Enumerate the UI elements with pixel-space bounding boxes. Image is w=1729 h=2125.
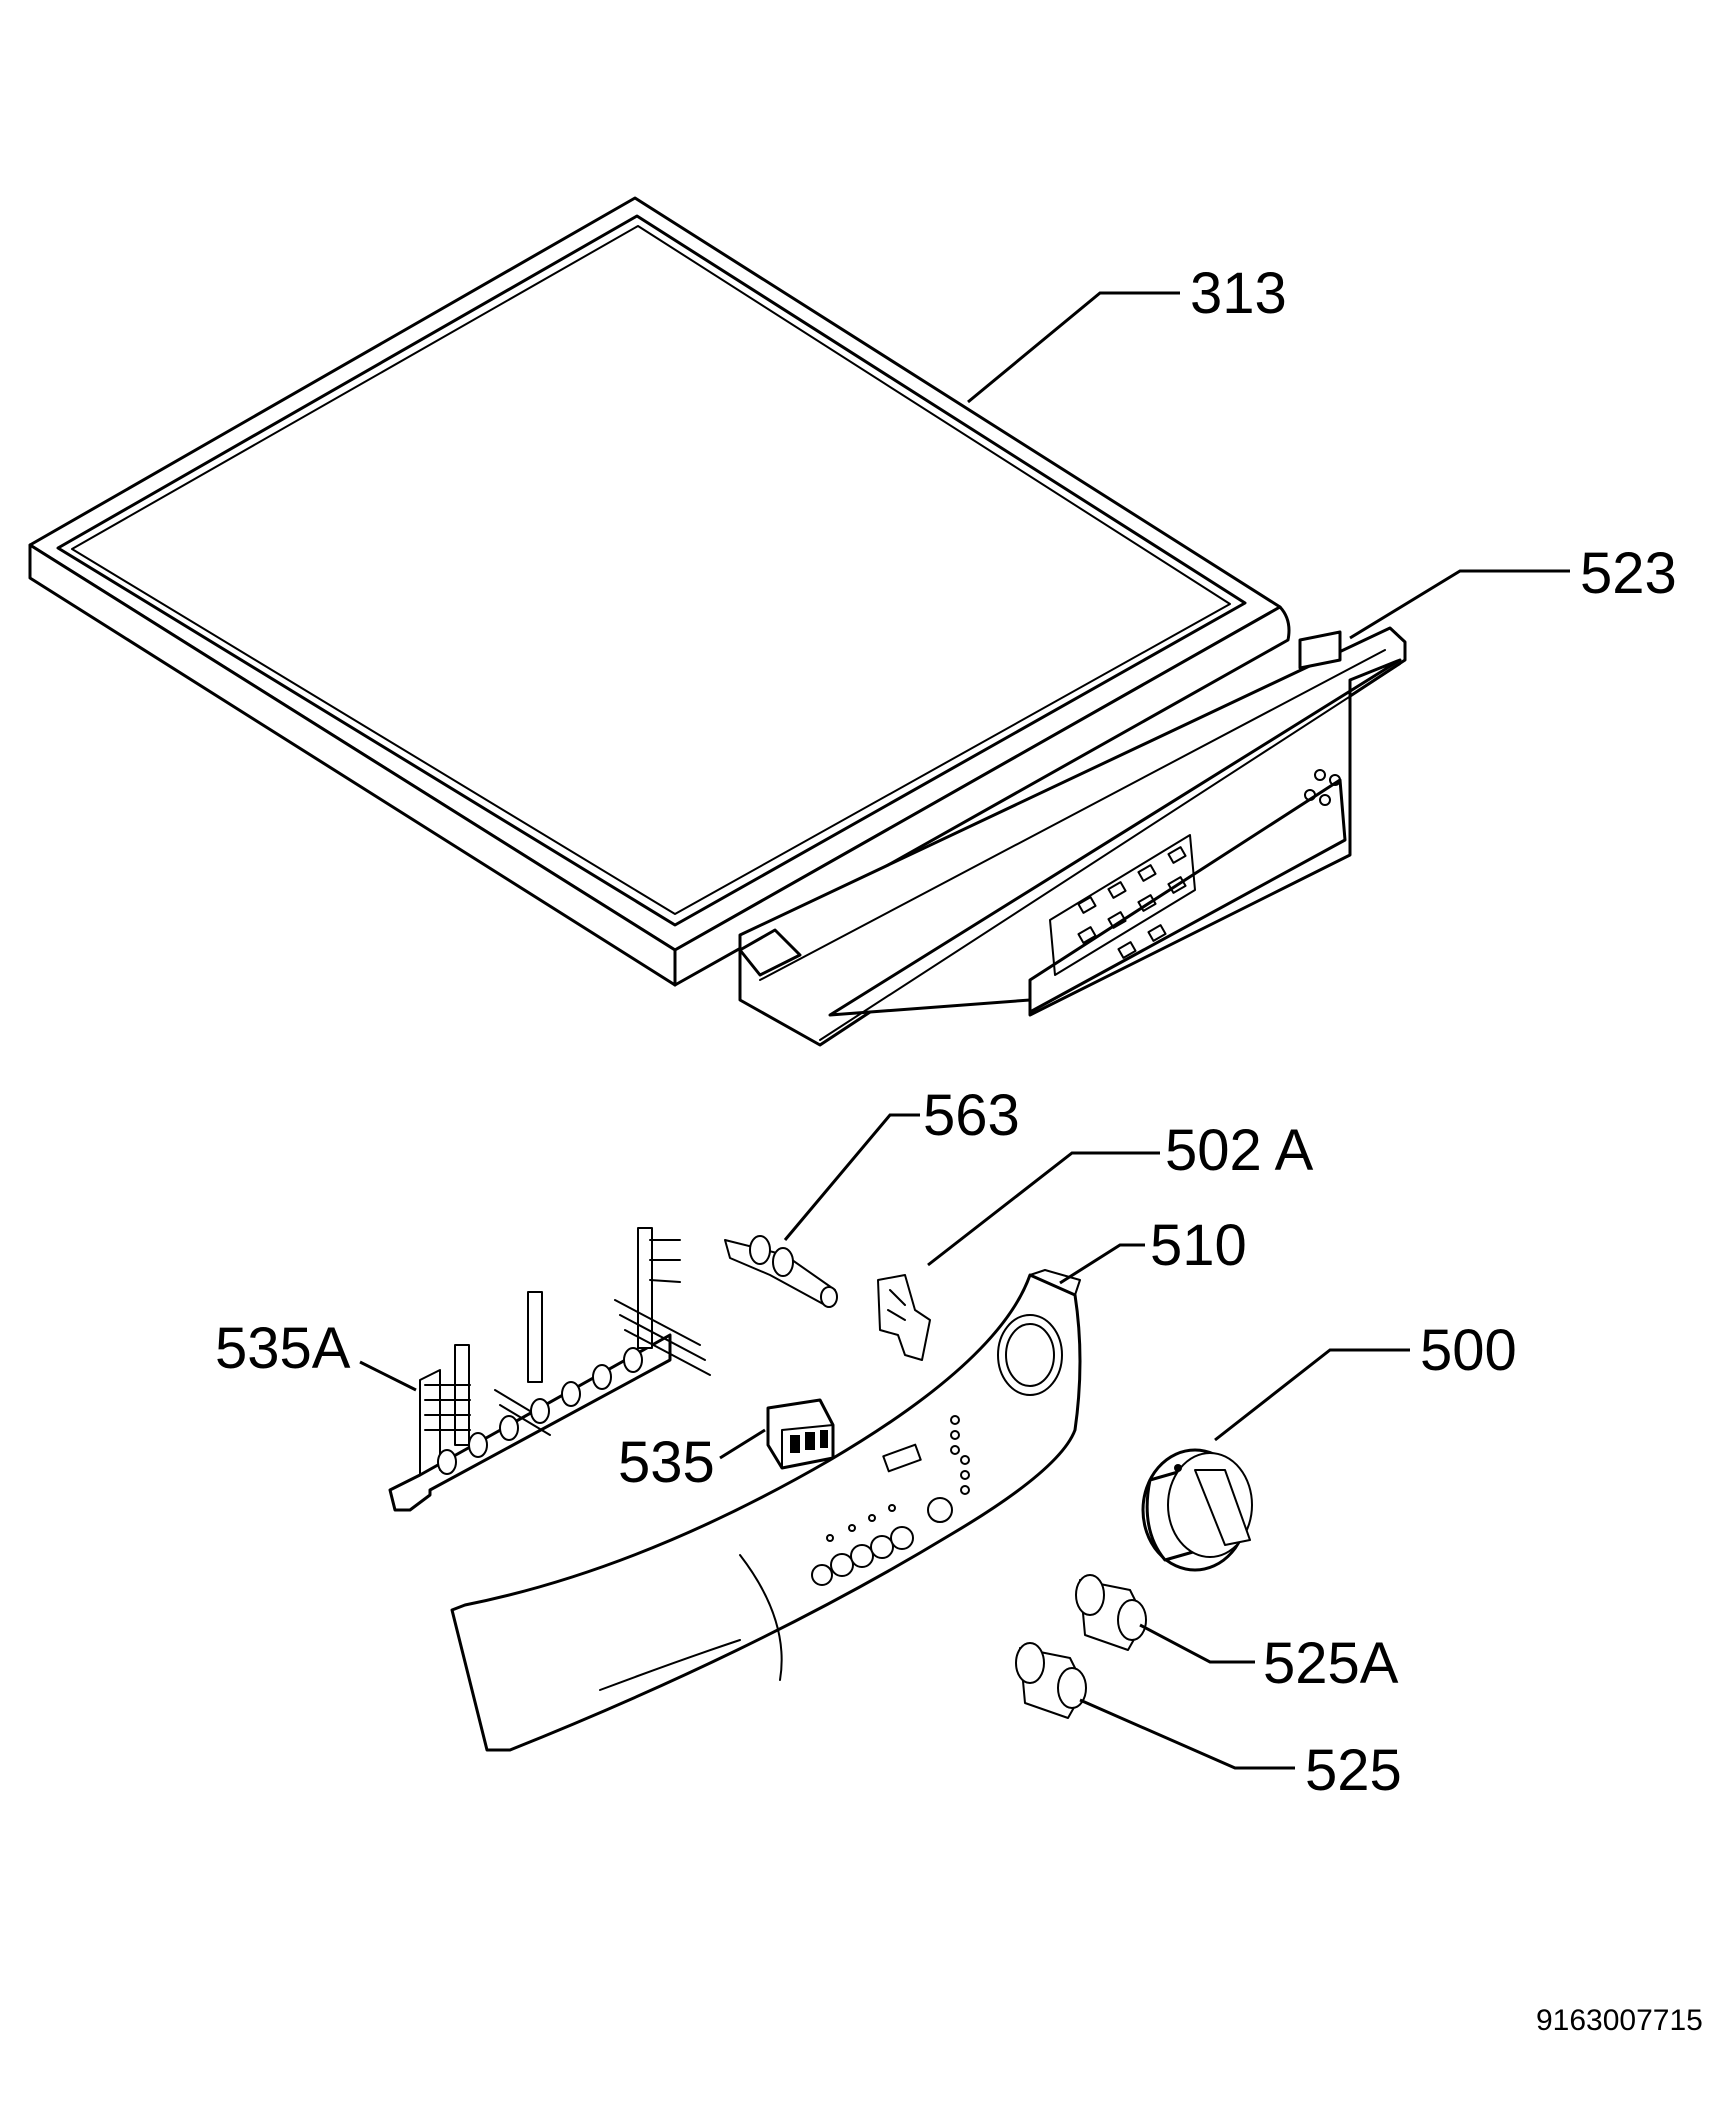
label-525: 525 [1305,1738,1402,1803]
part-500-knob [1141,1448,1253,1572]
document-number: 9163007715 [1536,2004,1703,2037]
leader-lines [359,291,1570,1770]
leader-535 [719,1428,766,1460]
part-313-top-cover [28,196,1291,987]
panel-buttons [811,1415,970,1586]
label-502a: 502 A [1165,1118,1314,1183]
leader-510 [1059,1243,1145,1285]
label-525a: 525A [1263,1631,1399,1696]
leader-525a [1139,1623,1255,1664]
label-313: 313 [1190,261,1287,326]
part-563-push-rod [724,1235,838,1308]
label-510: 510 [1150,1213,1247,1278]
leader-535a [359,1360,417,1392]
part-525-lightpipe [1015,1642,1087,1719]
part-535-display-module [766,1398,835,1470]
leader-502a [927,1151,1160,1267]
label-500: 500 [1420,1318,1517,1383]
part-502a-latch [877,1274,931,1361]
label-535a: 535A [215,1316,351,1381]
part-535a-lightpipe-assembly [388,1227,711,1512]
label-563: 563 [923,1083,1020,1148]
part-525a-lightpipe [1075,1574,1147,1651]
leader-500 [1214,1348,1410,1442]
leader-525 [1079,1698,1295,1770]
label-535: 535 [618,1430,715,1495]
part-510-control-panel [450,1269,1082,1752]
lightpipe-lenses [437,1347,643,1475]
label-523: 523 [1580,541,1677,606]
callout-labels: 313 523 563 502 A 510 535A 500 535 525A … [215,261,1677,1803]
leader-563 [783,1113,920,1241]
leader-523 [1349,569,1570,640]
bracket-slots [1077,846,1187,959]
leader-313 [967,291,1180,404]
part-523-console-bracket [738,626,1407,1047]
